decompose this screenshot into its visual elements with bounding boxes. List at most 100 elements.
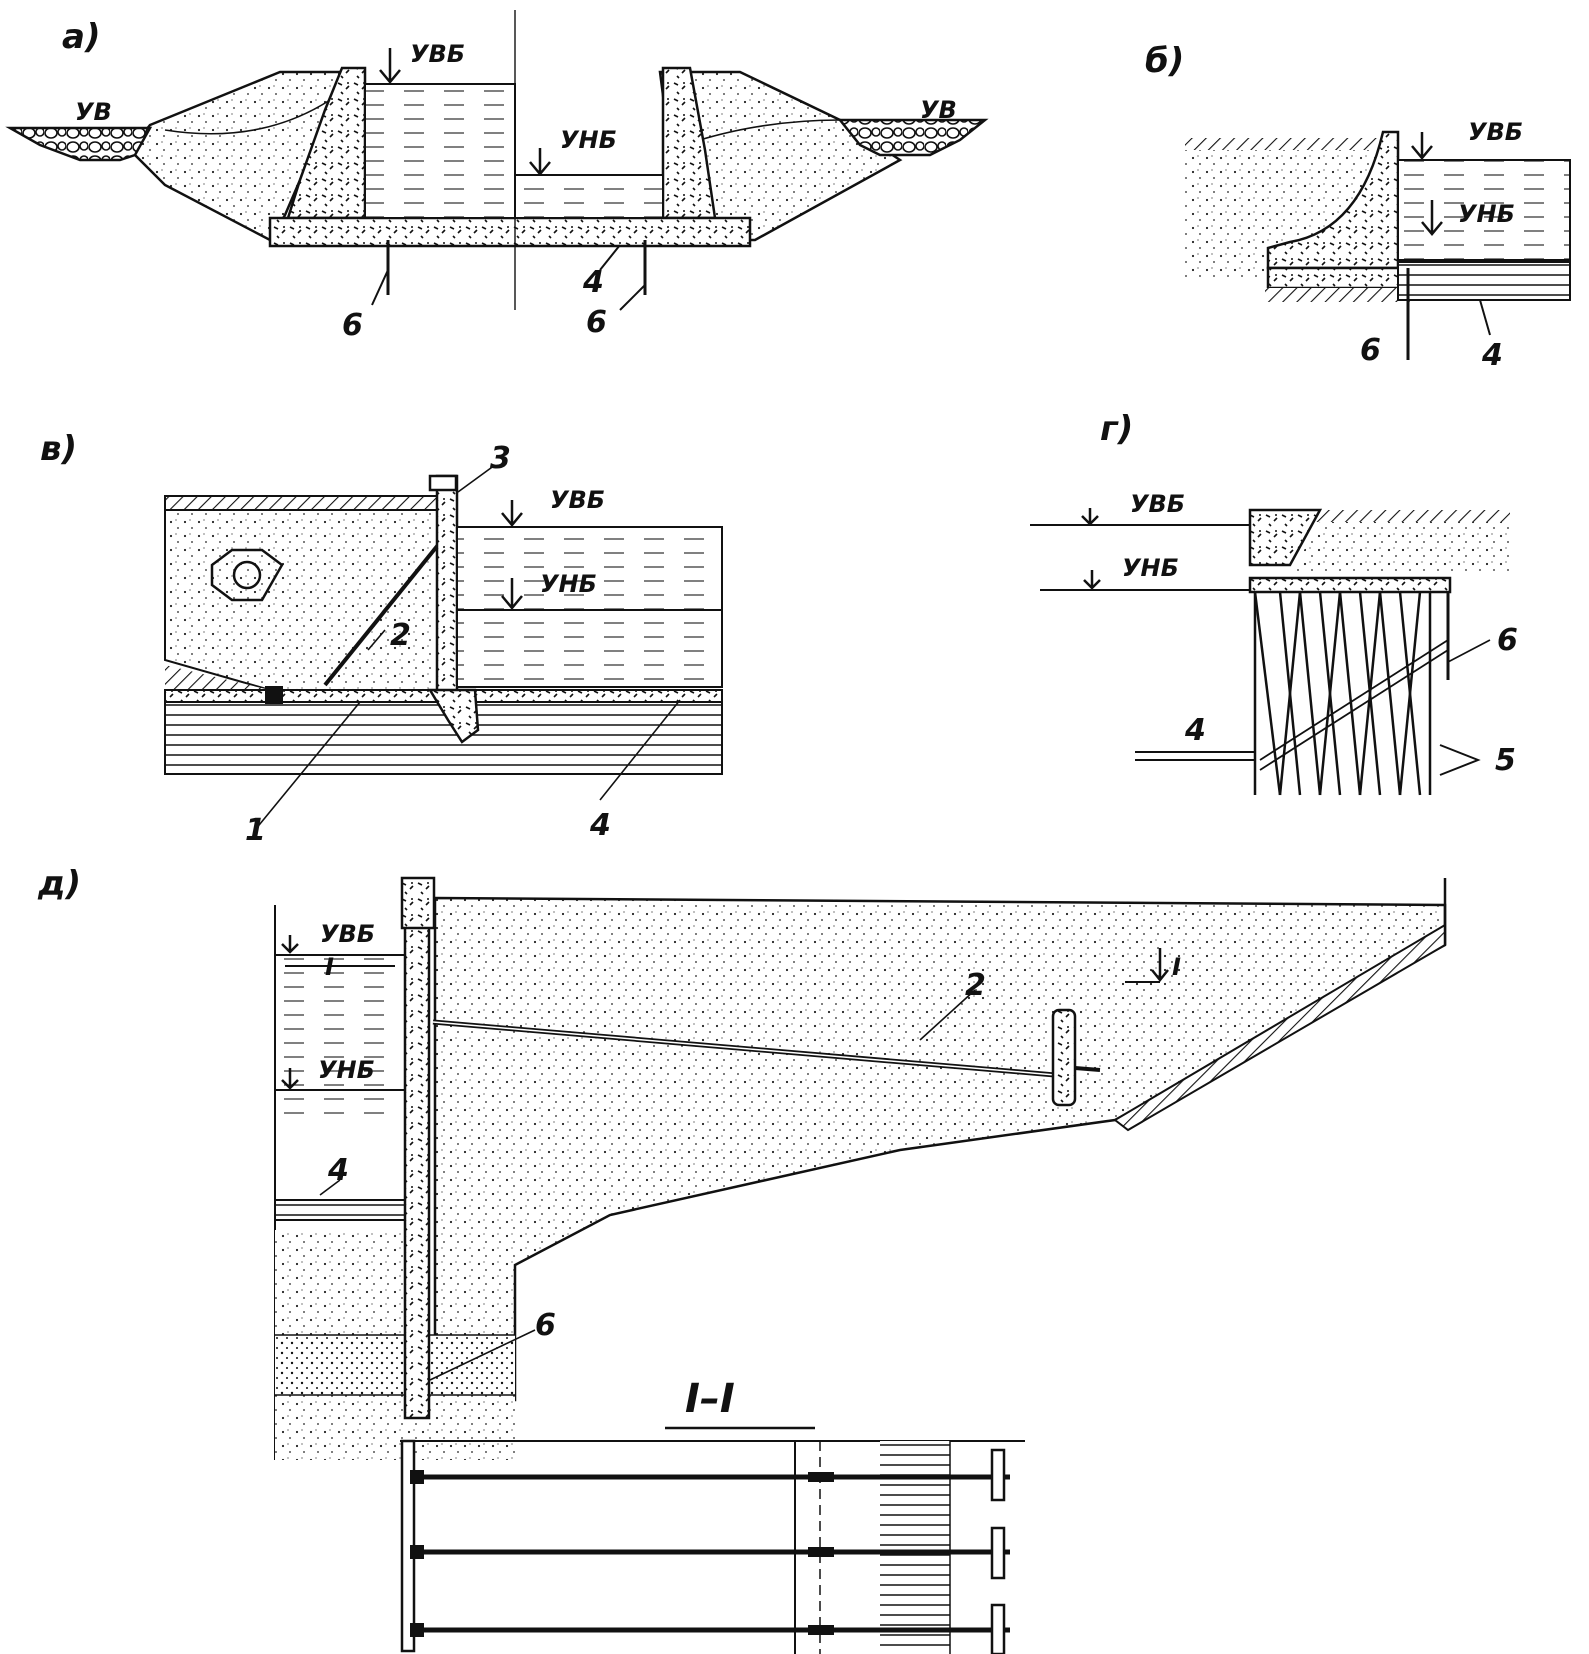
panel-d-dense-layer (275, 1335, 515, 1395)
panel-a-unb-label: УНБ (560, 126, 617, 154)
panel-g-uvb-label: УВБ (1130, 490, 1185, 518)
section-nut-2 (410, 1545, 424, 1559)
panel-b-uvb-arrow (1411, 132, 1433, 160)
panel-a-marker-6-left: 6 (342, 308, 363, 343)
panel-d-backfill (433, 896, 1447, 1402)
panel-a: а) УВБ УНБ УВ УВ 6 6 4 (5, 10, 989, 343)
panel-d-sheet-wall (403, 896, 431, 1420)
panel-a-uvb-label: УВБ (410, 40, 465, 68)
panel-g-marker-4: 4 (1184, 713, 1206, 748)
panel-g-uvb-arrow (1081, 508, 1099, 526)
panel-v-uvb-arrow (501, 500, 523, 527)
panel-b-ground-surface (1185, 138, 1385, 152)
panel-g-strut (1259, 639, 1449, 761)
panel-v-toe-block (427, 688, 480, 744)
panel-g-unb-label: УНБ (1122, 554, 1179, 582)
panel-b-marker-4: 4 (1481, 338, 1503, 373)
panel-d-marker-2: 2 (965, 968, 986, 1003)
panel-v-anchor-plate-symbol (210, 548, 284, 602)
panel-d-soil-layer (275, 1230, 405, 1335)
panel-d-marker-4: 4 (327, 1153, 349, 1188)
panel-a-left-ditch (5, 126, 153, 162)
panel-d-letter: д) (37, 864, 81, 904)
section-anchor-plate-2 (990, 1526, 1006, 1580)
panel-a-leader-6-left (371, 269, 389, 306)
panel-g-bracket-5 (1439, 744, 1481, 776)
panel-d-leader-6 (429, 1329, 536, 1381)
panel-b-unb-arrow (1421, 200, 1443, 236)
panel-a-unb-arrow (529, 148, 551, 176)
panel-b-marker-6: 6 (1360, 333, 1381, 368)
section-coupler-1 (808, 1472, 834, 1482)
section-anchor-plate-1 (990, 1448, 1006, 1502)
panel-d-tie-rod-inner (432, 1021, 1056, 1076)
panel-d-marker-6: 6 (535, 1308, 556, 1343)
panel-d-uvb-label: УВБ (320, 920, 375, 948)
panel-a-right-ditch (837, 118, 989, 157)
panel-v-wall-cap (428, 474, 458, 492)
panel-v-unb-arrow (501, 578, 523, 610)
panel-a-leader-4 (599, 244, 621, 271)
panel-d-unb-label: УНБ (318, 1056, 375, 1084)
panel-d-unb-arrow (281, 1068, 299, 1090)
panel-a-leader-6-right (619, 284, 646, 311)
panel-g-marker-6: 6 (1497, 623, 1518, 658)
panel-a-uv-left-label: УВ (75, 98, 112, 126)
section-hatched-zone (880, 1441, 950, 1654)
panel-v-ground-surface (164, 495, 438, 511)
panel-d-cut-arrow-right (1151, 948, 1169, 983)
panel-v-anchor-block (265, 686, 283, 704)
panel-v-leader-2 (367, 629, 386, 651)
panel-b-base-ground (1265, 288, 1410, 302)
panel-v-uvb-label: УВБ (550, 486, 605, 514)
panel-v-leader-4 (599, 699, 681, 801)
section-nut-1 (410, 1470, 424, 1484)
panel-g-backfill (1290, 522, 1510, 575)
panel-d-cut-right-label: I (1172, 953, 1181, 981)
panel-g-unb-arrow (1083, 570, 1101, 590)
panel-a-left-earth-bank (128, 70, 348, 242)
panel-d-bed-layer (274, 1199, 406, 1221)
panel-a-upper-pool (364, 83, 516, 219)
section-title: I–I (685, 1376, 735, 1422)
panel-g: г) УВБ УНБ 6 (1030, 409, 1518, 796)
panel-v-marker-4: 4 (589, 808, 611, 843)
panel-v-leader-3 (457, 464, 496, 493)
panel-v-sheet-wall (435, 474, 459, 718)
panel-g-leader-6 (1447, 639, 1491, 663)
panel-g-pile-group (1253, 591, 1432, 796)
panel-a-base-slab (268, 216, 752, 248)
panel-d-cut-left-label: I (325, 953, 334, 981)
panel-b: б) УВБ УНБ 6 4 (1145, 41, 1571, 373)
panel-d-uvb-arrow (281, 935, 299, 954)
panel-v-marker-2: 2 (390, 618, 411, 653)
panel-a-lower-pool (514, 174, 664, 219)
panel-g-deck (1248, 508, 1323, 567)
panel-a-marker-4: 4 (582, 265, 604, 300)
section-I-I: I–I (400, 1376, 1025, 1654)
panel-v-marker-1: 1 (245, 813, 266, 848)
panel-b-leader-4 (1479, 299, 1491, 336)
panel-d-anchor-plate (1051, 1008, 1077, 1107)
panel-b-uvb-label: УВБ (1468, 118, 1523, 146)
panel-d-leader-2 (919, 989, 976, 1041)
panel-a-letter: а) (62, 17, 100, 57)
panel-g-strut-2 (1259, 649, 1449, 771)
section-nut-3 (410, 1623, 424, 1637)
panel-b-base-slab (1266, 266, 1412, 290)
panel-v-letter: в) (40, 429, 77, 469)
panel-g-deck-slab (1248, 576, 1452, 594)
panel-a-marker-6-right: 6 (586, 305, 607, 340)
panel-v-backfill (164, 509, 438, 691)
panel-v-water (456, 526, 723, 688)
panel-v-marker-3: 3 (490, 441, 511, 476)
panel-b-letter: б) (1145, 41, 1184, 81)
panel-g-letter: г) (1100, 409, 1133, 449)
panel-v-anchor-center (232, 560, 262, 590)
panel-b-unb-label: УНБ (1458, 200, 1515, 228)
panel-b-wall (1266, 130, 1400, 270)
panel-a-uv-right-label: УВ (920, 96, 957, 124)
panel-v: в) 2 3 УВБ УНБ 1 4 (40, 429, 723, 848)
section-coupler-3 (808, 1625, 834, 1635)
